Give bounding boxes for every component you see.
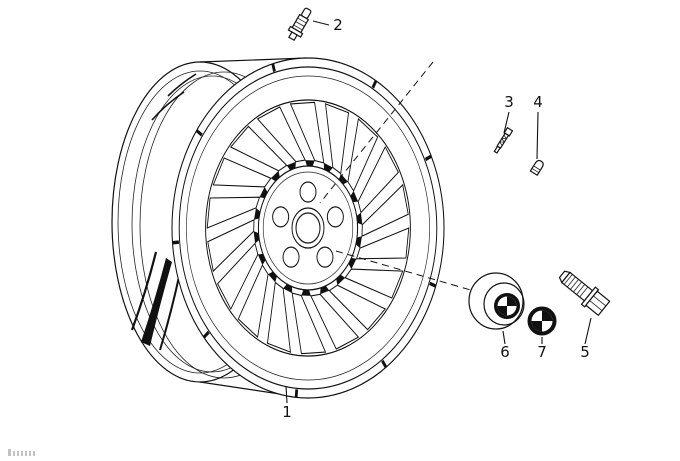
- axis-lines: [319, 61, 475, 292]
- callout-3: 3: [503, 93, 514, 134]
- flange-tick: [271, 63, 276, 72]
- callout-6-label: 6: [500, 343, 510, 361]
- bmw-emblem: [527, 306, 557, 336]
- fin: [344, 268, 404, 299]
- valve-cap: [529, 159, 544, 177]
- callout-7-label: 7: [537, 343, 547, 361]
- lug-hole: [282, 246, 300, 268]
- callout-4-label: 4: [533, 93, 543, 111]
- fin: [291, 292, 327, 355]
- wheel-face: [171, 57, 445, 399]
- center-bore: [291, 207, 325, 249]
- hub-cap: [468, 272, 525, 330]
- fin: [347, 117, 379, 192]
- flange-tick: [429, 281, 437, 288]
- flange-tick: [424, 154, 432, 162]
- callout-2: 2: [312, 16, 343, 34]
- fin: [361, 183, 409, 238]
- turbine-fins: [206, 101, 410, 355]
- callout-1-label: 1: [282, 403, 292, 421]
- watermark: [8, 449, 35, 456]
- fin: [207, 218, 255, 273]
- lug-hole: [299, 181, 317, 203]
- callout-5: 5: [580, 317, 592, 361]
- fin: [289, 101, 325, 164]
- fin: [355, 227, 410, 260]
- callout-7: 7: [537, 337, 547, 361]
- wheel-bolt: [558, 270, 611, 317]
- callout-1: 1: [282, 385, 292, 421]
- flange-tick: [381, 359, 388, 369]
- flange-tick: [202, 330, 210, 339]
- callout-2-label: 2: [333, 16, 343, 34]
- valve-insert: [493, 126, 514, 154]
- lug-holes: [272, 181, 344, 268]
- rim-flange-ticks: [172, 63, 437, 398]
- fin: [206, 196, 261, 229]
- hub-cap-emblem: [494, 293, 520, 319]
- lug-hole: [272, 206, 290, 228]
- flange-tick: [294, 389, 299, 398]
- fin: [217, 242, 259, 311]
- valve-stem: [287, 7, 312, 42]
- flange-tick: [172, 240, 180, 245]
- lug-hole: [326, 206, 344, 228]
- lug-hole: [316, 246, 334, 268]
- fin: [229, 125, 288, 172]
- flange-tick: [195, 129, 203, 137]
- fin: [310, 293, 360, 350]
- barrel-shading: [141, 258, 172, 346]
- callout-4: 4: [533, 93, 543, 160]
- callout-6: 6: [500, 330, 510, 361]
- callout-5-label: 5: [580, 343, 590, 361]
- fin: [328, 284, 387, 331]
- axis-line-upper: [319, 61, 434, 204]
- fin: [237, 264, 269, 339]
- fin: [256, 106, 306, 163]
- callout-3-label: 3: [504, 93, 514, 111]
- flange-tick: [371, 79, 378, 89]
